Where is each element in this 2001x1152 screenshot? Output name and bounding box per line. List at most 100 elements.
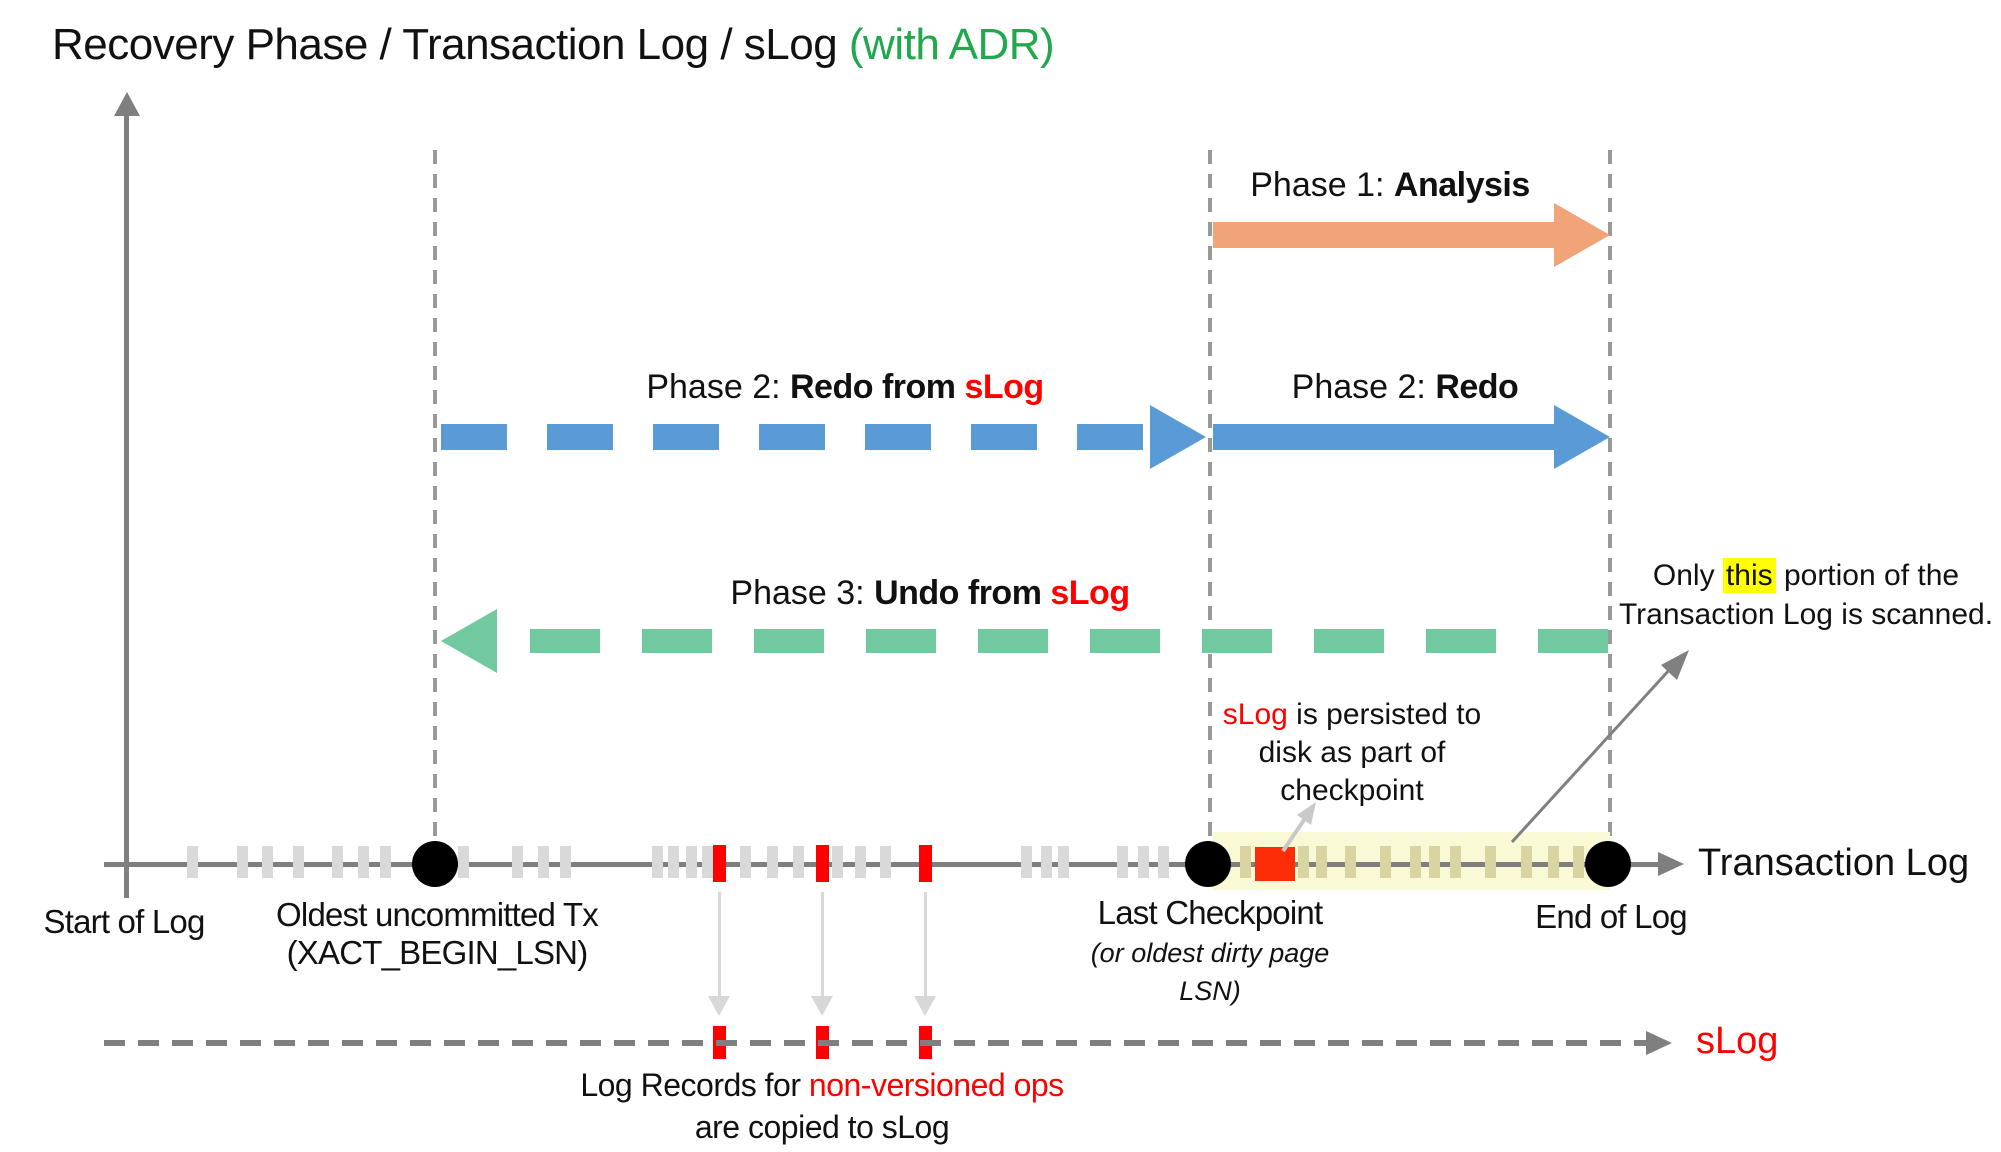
log-record-tick <box>1117 846 1128 878</box>
scanned-note-post: portion of the <box>1775 559 1960 592</box>
copy-note-red: non-versioned ops <box>808 1067 1064 1103</box>
page-title: Recovery Phase / Transaction Log / sLog … <box>52 20 1055 70</box>
copy-arrow-line <box>924 892 927 996</box>
copy-arrow-line <box>821 892 824 996</box>
log-record-tick-scanned <box>1548 846 1559 878</box>
log-record-tick <box>262 846 273 878</box>
log-record-tick <box>380 846 391 878</box>
end-of-log-reference-line <box>1608 150 1612 862</box>
oldest-tx-dot <box>412 841 458 887</box>
log-record-tick <box>1021 846 1032 878</box>
vertical-axis <box>124 108 129 898</box>
copy-note-line1: Log Records for <box>580 1067 809 1103</box>
persisted-note-red: sLog <box>1222 698 1288 731</box>
copy-note-line2: are copied to sLog <box>694 1109 950 1145</box>
scanned-portion-note: Only this portion of the Transaction Log… <box>1619 556 1993 634</box>
log-record-tick <box>560 846 571 878</box>
phase2-slog-prefix: Phase 2: <box>646 368 790 406</box>
last-checkpoint-dot <box>1185 841 1231 887</box>
log-record-tick-scanned <box>1410 846 1421 878</box>
scanned-note-highlight: this <box>1722 558 1776 593</box>
slog-arrowhead-icon <box>1646 1031 1672 1055</box>
end-of-log-label: End of Log <box>1535 898 1687 935</box>
last-checkpoint-reference-line <box>1208 150 1212 862</box>
phase2-slog-red: sLog <box>964 368 1044 406</box>
phase2-prefix: Phase 2: <box>1291 368 1436 406</box>
phase1-prefix: Phase 1: <box>1250 166 1394 204</box>
vertical-axis-arrowhead-icon <box>114 92 140 116</box>
end-of-log-dot <box>1585 841 1631 887</box>
start-of-log-label: Start of Log <box>43 903 205 940</box>
phase2-label: Phase 2: Redo <box>1292 368 1519 407</box>
transaction-log-label: Transaction Log <box>1698 842 1970 884</box>
log-record-tick <box>512 846 523 878</box>
log-record-tick-scanned <box>1485 846 1496 878</box>
phase3-name: Undo from <box>874 574 1051 612</box>
log-record-tick <box>237 846 248 878</box>
last-checkpoint-line2: (or oldest dirty page <box>1090 938 1330 968</box>
oldest-tx-label: Oldest uncommitted Tx (XACT_BEGIN_LSN) <box>276 896 599 972</box>
phase2-slog-name: Redo from <box>789 368 965 406</box>
log-record-tick <box>538 846 549 878</box>
phase1-analysis-arrow <box>1213 222 1556 248</box>
phase2-slog-label: Phase 2: Redo from sLog <box>646 368 1044 407</box>
scanned-note-arrow-line <box>1510 666 1673 844</box>
log-record-tick-scanned <box>1240 846 1251 878</box>
log-record-tick-scanned <box>1521 846 1532 878</box>
non-versioned-log-record-tick <box>713 845 726 882</box>
phase2-redo-from-slog-arrow <box>441 424 1147 450</box>
log-record-tick <box>652 846 663 878</box>
log-record-tick <box>458 846 469 878</box>
copy-arrowhead-icon <box>708 996 730 1016</box>
log-record-tick <box>832 846 843 878</box>
title-main: Recovery Phase / Transaction Log / sLog <box>52 20 849 69</box>
log-record-tick-scanned <box>1298 846 1309 878</box>
transaction-log-arrowhead-icon <box>1658 852 1684 876</box>
copy-arrowhead-icon <box>811 996 833 1016</box>
phase3-label: Phase 3: Undo from sLog <box>730 574 1130 613</box>
log-record-tick <box>1041 846 1052 878</box>
log-record-tick-scanned <box>1380 846 1391 878</box>
log-record-tick <box>668 846 679 878</box>
persisted-note: sLog is persisted to disk as part of che… <box>1223 696 1481 810</box>
log-record-tick <box>1158 846 1169 878</box>
copy-arrowhead-icon <box>914 996 936 1016</box>
last-checkpoint-line3: LSN) <box>1179 976 1241 1006</box>
log-record-tick <box>880 846 891 878</box>
log-record-tick <box>686 846 697 878</box>
checkpoint-slog-square <box>1255 847 1295 881</box>
log-record-tick <box>332 846 343 878</box>
log-record-tick-scanned <box>1316 846 1327 878</box>
log-record-tick <box>855 846 866 878</box>
phase1-name: Analysis <box>1393 166 1530 204</box>
log-record-tick-scanned <box>1345 846 1356 878</box>
phase2-redo-arrow <box>1213 424 1554 450</box>
non-versioned-log-record-tick <box>816 845 829 882</box>
persisted-note-line3: checkpoint <box>1280 774 1424 807</box>
non-versioned-log-record-tick <box>919 845 932 882</box>
phase2-name: Redo <box>1435 368 1519 406</box>
phase3-prefix: Phase 3: <box>730 574 875 612</box>
log-record-tick <box>767 846 778 878</box>
slog-line <box>104 1040 1650 1046</box>
log-record-tick-scanned <box>1450 846 1461 878</box>
log-record-tick-scanned <box>1573 846 1584 878</box>
last-checkpoint-line1: Last Checkpoint <box>1097 894 1323 931</box>
phase2-arrowhead-icon <box>1554 405 1610 469</box>
persisted-note-line1: is persisted to <box>1287 698 1482 731</box>
log-record-tick <box>1138 846 1149 878</box>
scanned-note-pre: Only <box>1652 559 1723 592</box>
phase1-label: Phase 1: Analysis <box>1250 166 1530 205</box>
log-record-tick <box>740 846 751 878</box>
oldest-tx-line2: (XACT_BEGIN_LSN) <box>286 934 589 971</box>
log-record-tick <box>187 846 198 878</box>
scanned-note-line2: Transaction Log is scanned. <box>1618 598 1994 631</box>
phase3-red: sLog <box>1050 574 1130 612</box>
persisted-note-line2: disk as part of <box>1258 736 1446 769</box>
scanned-note-arrowhead-icon <box>1661 650 1689 680</box>
copy-to-slog-note: Log Records for non-versioned ops are co… <box>580 1064 1064 1148</box>
phase3-undo-from-slog-arrow <box>497 629 1608 653</box>
copy-arrow-line <box>718 892 721 996</box>
log-record-tick <box>1058 846 1069 878</box>
